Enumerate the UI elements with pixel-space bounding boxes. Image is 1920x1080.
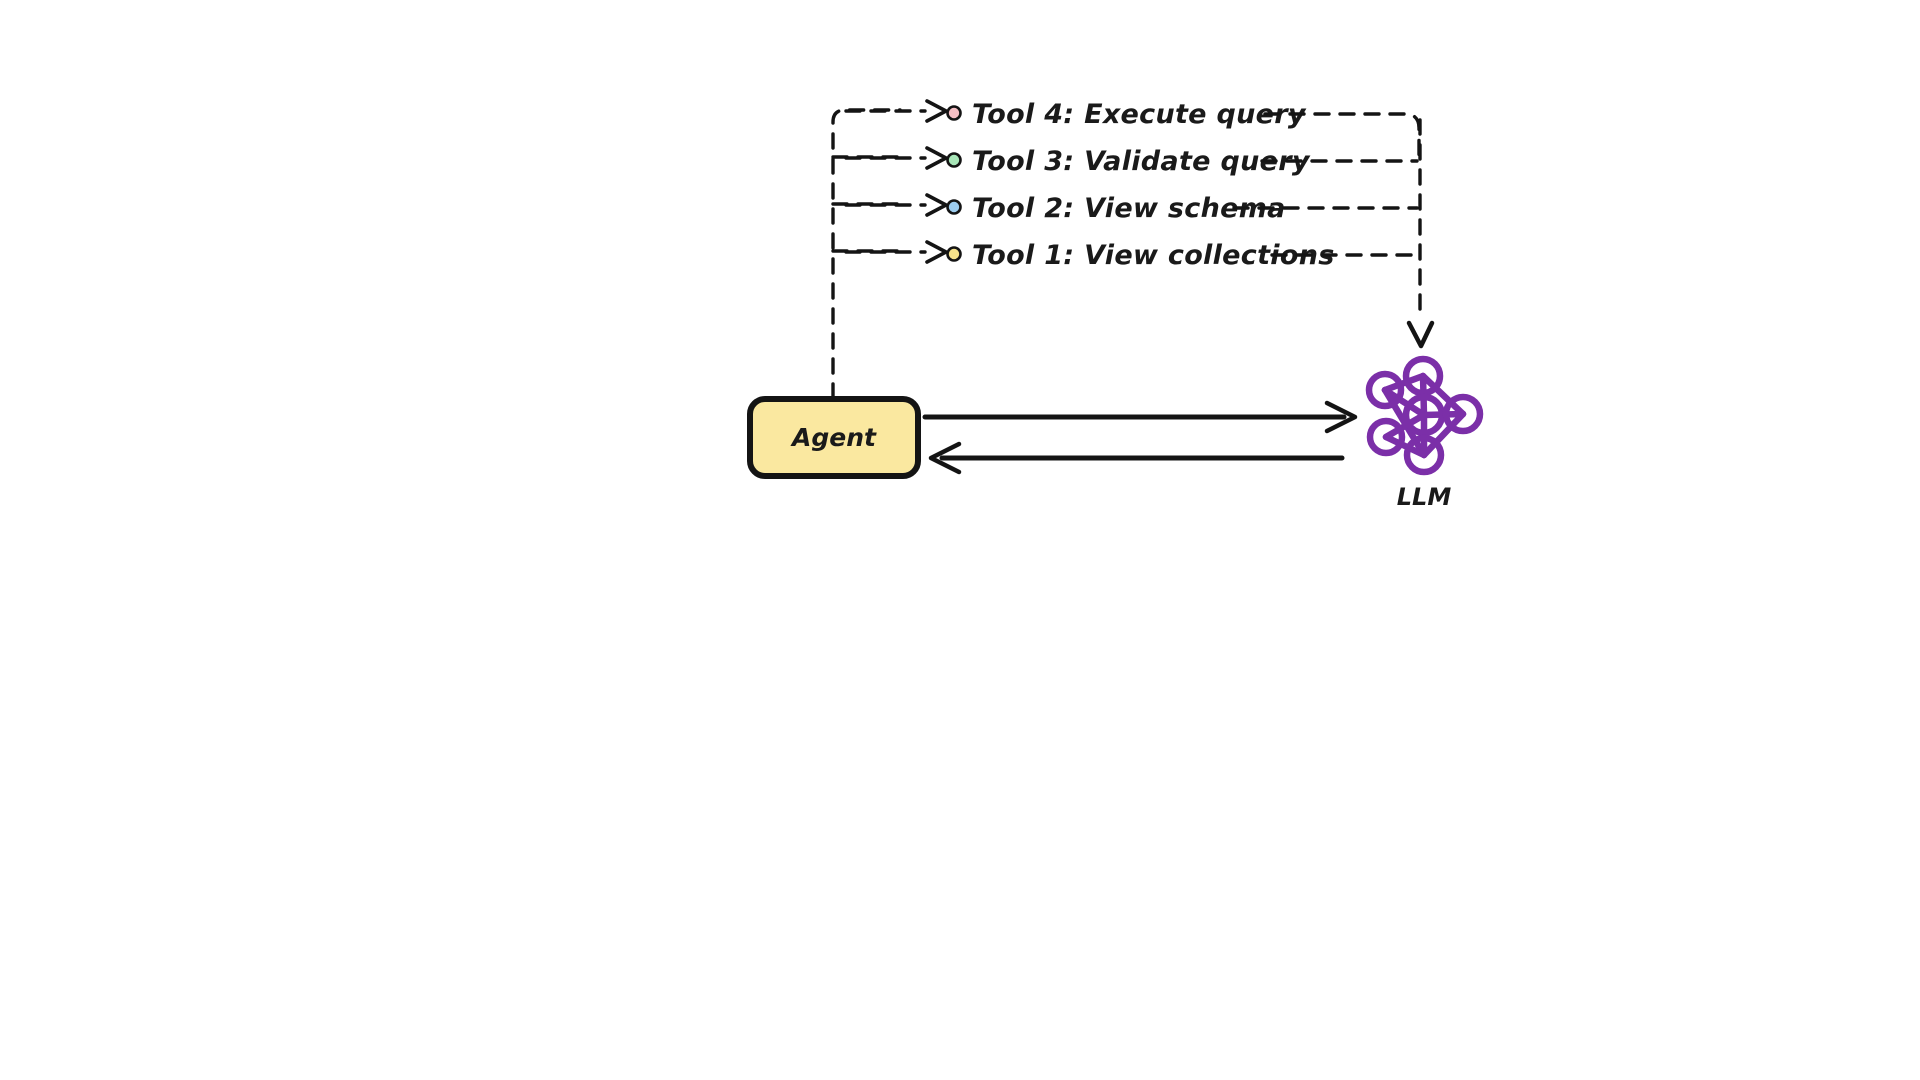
- tool-4-label: Tool 4: Execute query: [972, 99, 1307, 130]
- agent-box[interactable]: [747, 396, 921, 479]
- tool-1-arrowhead: [925, 240, 948, 264]
- tool-row-tool-3[interactable]: Tool 3: Validate query: [844, 146, 1419, 177]
- agent-label: Agent: [790, 423, 877, 452]
- llm-inbound-arrowhead: [1406, 320, 1435, 349]
- agent-node[interactable]: Agent: [747, 396, 921, 479]
- tool-results-to-llm-arrow: [1406, 118, 1435, 349]
- tool-3-label: Tool 3: Validate query: [972, 146, 1311, 177]
- tool-dot-blue: [946, 199, 962, 215]
- tool-dot-green: [946, 152, 962, 168]
- tool-dot-red: [946, 105, 962, 121]
- tool-3-arrowhead: [925, 146, 948, 170]
- agent-to-llm-request-arrow: [922, 400, 1358, 434]
- tool-row-tool-1[interactable]: Tool 1: View collections: [844, 240, 1417, 271]
- neural-network-icon: [1365, 355, 1484, 476]
- tool-dot-yellow: [946, 246, 962, 262]
- tool-row-tool-2[interactable]: Tool 2: View schema: [844, 193, 1419, 224]
- llm-to-agent-response-arrow: [928, 441, 1345, 475]
- tool-2-arrowhead: [925, 193, 948, 217]
- agent-dispatch-spine: [831, 108, 902, 400]
- llm-label: LLM: [1397, 483, 1452, 511]
- tool-4-arrowhead: [925, 99, 948, 123]
